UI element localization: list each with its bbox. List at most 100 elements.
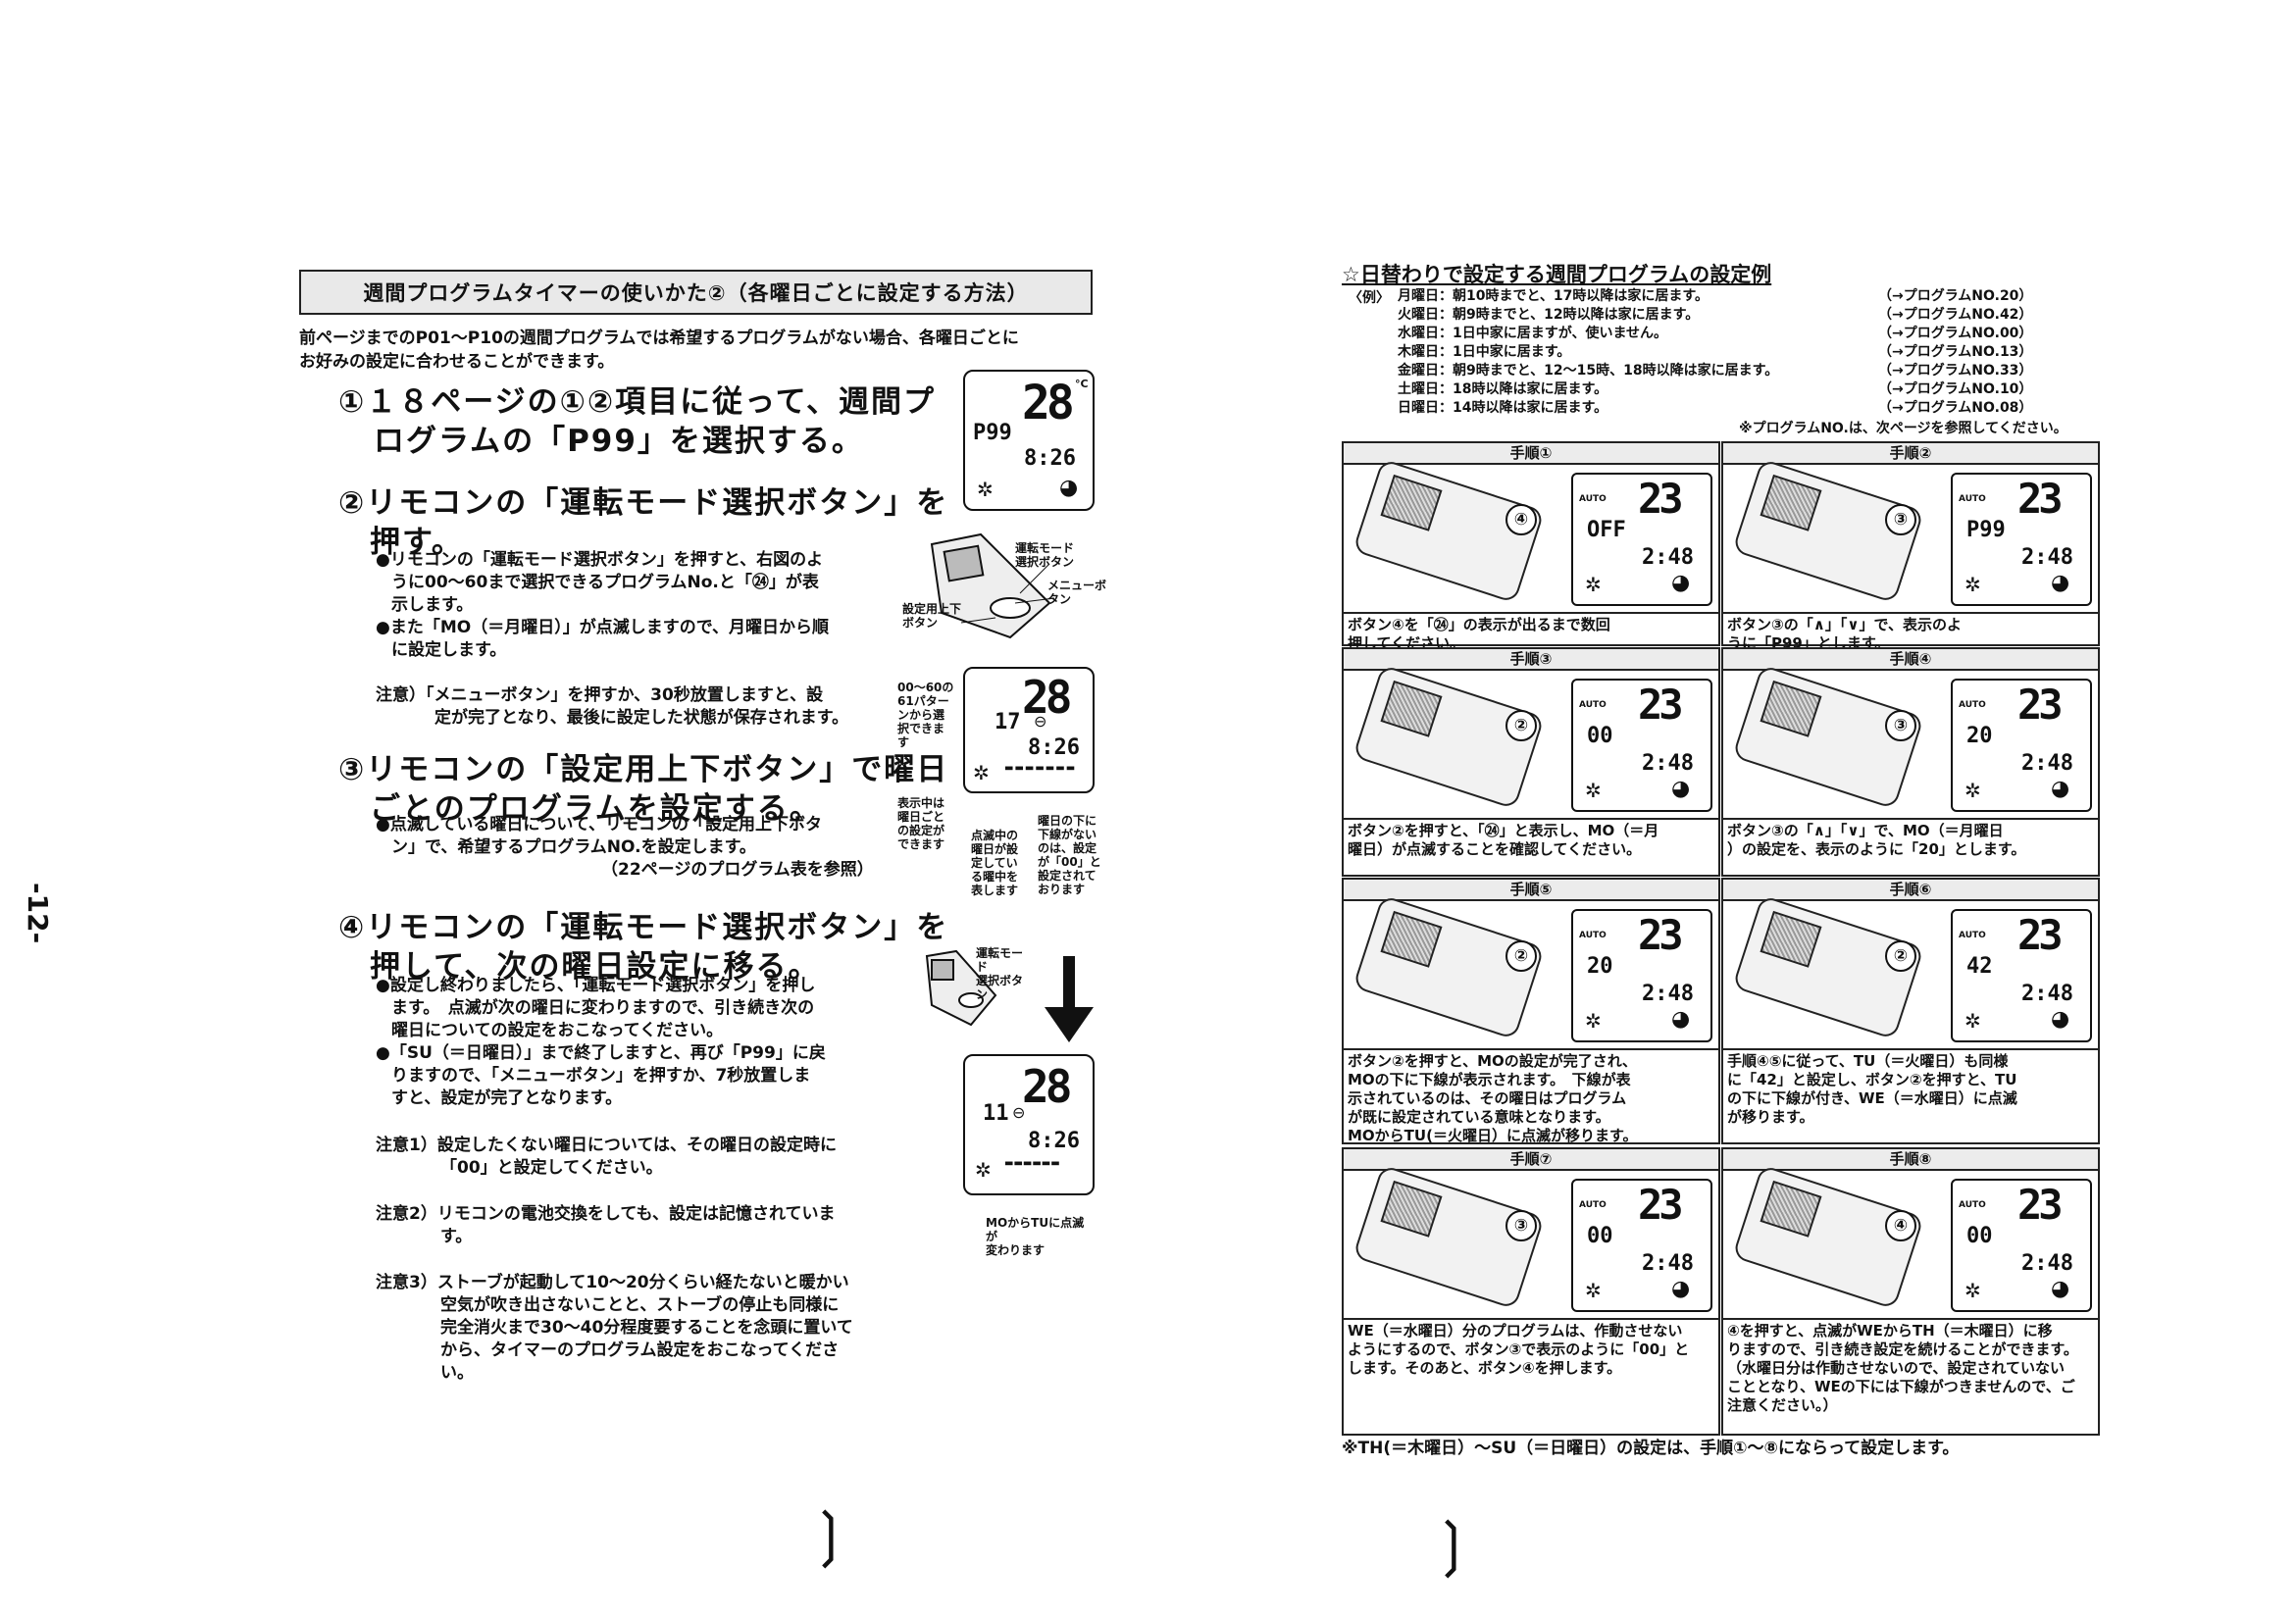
callout-line: 点滅中の (971, 829, 1019, 842)
callout-line: 定してい (971, 856, 1018, 870)
footer-note: ※TH(＝木曜日）～SU（＝日曜日）の設定は、手順①～⑧にならって設定します。 (1342, 1439, 1960, 1458)
caption-line: りますので、引き続き設定を続けることができます。 (1727, 1340, 2078, 1358)
example-row: 日曜日：14時以降は家に居ます。 （→プログラムNO.08） (1398, 399, 2104, 418)
callout-line: 曜日が設 (971, 842, 1019, 856)
fan-icon: ✲ (977, 478, 994, 501)
callout-c: 点滅中の 曜日が設 定してい る曜中を 表します (971, 829, 1030, 897)
bullet-line: ます。 点滅が次の曜日に変わりますので、引き続き次の (391, 998, 815, 1018)
lcd-program: 20 (1966, 724, 1993, 748)
step-panel-heading: 手順④ (1723, 649, 2098, 671)
lcd-time: 2:48 (1642, 545, 1694, 570)
note-line: い。 (440, 1363, 474, 1383)
step-caption: ④を押すと、点滅がWEからTH（＝木曜日）に移りますので、引き続き設定を続けるこ… (1723, 1318, 2098, 1417)
callout-line: 曜日の下に (1038, 814, 1097, 828)
bullet-line: ●設定し終わりましたら、「運転モード選択ボタン」を押し (376, 976, 816, 995)
caption-line: 注意ください。） (1727, 1396, 1838, 1414)
note-3: 注意3）ストーブが起動して10～20分くらい経たないと暖かい 空気が吹き出さない… (376, 1272, 905, 1385)
example-day: 日曜日：14時以降は家に居ます。 (1398, 400, 1608, 416)
callout-line: 設定されて (1038, 869, 1097, 883)
example-label: 〈例〉 (1349, 290, 1390, 306)
lcd-temperature: 23 (1638, 681, 1684, 729)
step4-heading: ④リモコンの「運転モード選択ボタン」を 押して、次の曜日設定に移る。 (338, 908, 948, 986)
bullet-line: りますので、「メニューボタン」を押すか、7秒放置しま (391, 1066, 811, 1086)
intro-text: 前ページまでのP01～P10の週間プログラムでは希望するプログラムがない場合、各… (299, 327, 1098, 374)
bullet-line: ●点滅している曜日について、リモコンの「設定用上下ボタ (376, 815, 822, 834)
lcd-program: 00 (1587, 1224, 1613, 1248)
example-day: 水曜日：1日中家に居ますが、使いません。 (1398, 326, 1668, 341)
lcd-temperature: 28 (1022, 376, 1075, 430)
caption-line: ボタン③の「∧」「∨」で、MO（＝月曜日 (1727, 822, 2004, 839)
lcd-temperature: 23 (1638, 911, 1684, 959)
timer-icon: ◕ (2051, 1007, 2070, 1032)
example-day: 木曜日：1日中家に居ます。 (1398, 344, 1571, 360)
note-line: 完全消火まで30～40分程度要することを念頭に置いて (440, 1318, 853, 1338)
example-program: （→プログラムNO.08） (1878, 400, 2033, 416)
callout-line: 表します (971, 884, 1019, 897)
note-line: 「00」と設定してください。 (440, 1158, 663, 1178)
lcd-program: P99 (1966, 518, 2006, 542)
remote-illustration-1 (930, 532, 1055, 639)
step2-line: ②リモコンの「運転モード選択ボタン」を (338, 485, 949, 521)
step-caption: ボタン③の「∧」「∨」で、MO（＝月曜日）の設定を、表示のように「20」とします… (1723, 818, 2098, 861)
lcd-temperature: 28 (1022, 1060, 1072, 1113)
weekday-marks: ▬▬▬▬▬▬ (1004, 1158, 1060, 1169)
down-arrow-icon (1045, 956, 1094, 1042)
fan-icon: ✲ (1964, 1009, 1981, 1033)
caption-line: WE（＝水曜日）分のプログラムは、作動させない (1348, 1322, 1683, 1340)
lcd-time: 2:48 (2021, 1251, 2073, 1276)
fan-icon: ✲ (1964, 573, 1981, 596)
button-number-callout: ④ (1505, 504, 1537, 535)
callout-line: す (897, 735, 910, 749)
example-program: （→プログラムNO.00） (1878, 326, 2033, 341)
remote-illustration-2 (925, 949, 997, 1027)
lcd-program: 00 (1587, 724, 1613, 748)
remote-screen (1760, 910, 1822, 968)
caption-line: ボタン②を押すと、MOの設定が完了され、 (1348, 1052, 1637, 1070)
step2-heading: ②リモコンの「運転モード選択ボタン」を 押す。 (338, 483, 948, 562)
caption-line: の下に下線が付き、WE（＝水曜日）に点滅 (1727, 1089, 2017, 1107)
example-program: （→プログラムNO.42） (1878, 307, 2033, 323)
note-line: 空気が吹き出さないことと、ストーブの停止も同様に (440, 1295, 840, 1315)
bullet-line: ●「SU（＝日曜日）」まで終了しますと、再び「P99」に戻 (376, 1043, 826, 1063)
example-row: 月曜日：朝10時までと、17時以降は家に居ます。（→プログラムNO.20） (1398, 287, 2104, 306)
lcd-display-1: 28 °C P99 8:26 ✲ ◕ (963, 370, 1095, 511)
bullet-line: すと、設定が完了となります。 (391, 1088, 623, 1108)
remote-screen (1760, 474, 1822, 531)
callout-line: 択できま (897, 722, 945, 735)
step-panel-heading: 手順⑥ (1723, 880, 2098, 901)
callout-line: 61パター (897, 694, 949, 708)
fan-icon: ✲ (973, 761, 990, 784)
binding-mark-icon: ❳ (804, 1500, 854, 1569)
callout-d: 曜日の下に 下線がない のは、設定 が「00」と 設定されて おります (1038, 814, 1108, 896)
step-panel-heading: 手順⑦ (1344, 1149, 1718, 1171)
example-day: 土曜日：18時以降は家に居ます。 (1398, 381, 1608, 397)
see-next-page-note: ※プログラムNO.は、次ページを参照してください。 (1739, 421, 2067, 436)
example-rows: 月曜日：朝10時までと、17時以降は家に居ます。（→プログラムNO.20） 火曜… (1398, 287, 2104, 418)
step2-note: 注意）「メニューボタン」を押すか、30秒放置しますと、設 定が完了となり、最後に… (376, 684, 895, 730)
timer-icon: ◕ (1671, 571, 1691, 595)
callout-line: の設定が (897, 824, 945, 837)
caption-line: が移ります。 (1727, 1108, 1814, 1126)
callout-line: る曜中を (971, 870, 1019, 884)
lcd-time: 8:26 (1024, 446, 1076, 471)
caption-line: 曜日）が点滅することを確認してください。 (1348, 840, 1642, 858)
caption-line: が既に設定されている意味となります。 (1348, 1108, 1610, 1126)
weekday-marks: ▬▬▬▬▬▬▬ (1004, 763, 1077, 774)
example-row: 金曜日：朝9時までと、12～15時、18時以降は家に居ます。（→プログラムNO.… (1398, 362, 2104, 380)
label-mode-button-2: 運転モード 選択ボタン (976, 946, 1025, 1001)
button-number-callout: ② (1505, 710, 1537, 741)
fan-icon: ✲ (1585, 573, 1602, 596)
lcd-program: P99 (973, 421, 1012, 445)
lcd-program: 00 (1966, 1224, 1993, 1248)
lcd-program: 17 (995, 710, 1021, 734)
binding-mark-icon: ❳ (1427, 1510, 1477, 1579)
callout-line: 曜日ごと (897, 810, 945, 824)
